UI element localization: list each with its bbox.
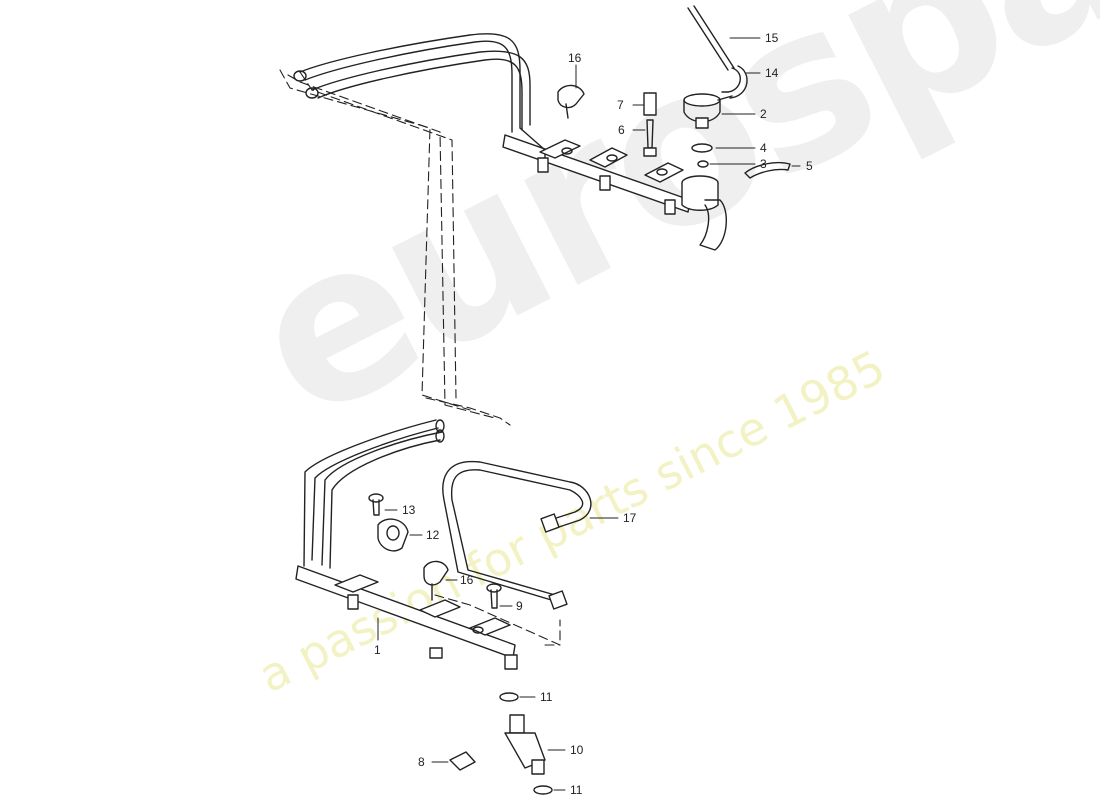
crossover-pipe bbox=[442, 460, 592, 610]
injector-clip bbox=[449, 751, 476, 771]
schrader-valve bbox=[643, 92, 657, 157]
callout-12: 12 bbox=[426, 528, 440, 542]
mounting-bolt-9 bbox=[486, 583, 502, 609]
callout-11-upper: 11 bbox=[540, 690, 553, 704]
pressure-regulator bbox=[683, 93, 733, 129]
o-ring-4 bbox=[691, 143, 713, 153]
callout-16-lower: 16 bbox=[460, 573, 474, 587]
callout-7: 7 bbox=[617, 98, 624, 112]
callout-leaders bbox=[377, 37, 801, 791]
hose-clip-upper bbox=[557, 84, 585, 119]
callout-6: 6 bbox=[618, 123, 625, 137]
callout-5: 5 bbox=[806, 159, 813, 173]
callout-17: 17 bbox=[623, 511, 637, 525]
callout-15: 15 bbox=[765, 31, 779, 45]
retaining-clip bbox=[744, 161, 791, 179]
callout-14: 14 bbox=[765, 66, 779, 80]
o-ring-11-upper bbox=[499, 692, 519, 702]
callout-4: 4 bbox=[760, 141, 767, 155]
callout-9: 9 bbox=[516, 599, 523, 613]
hose-clamp bbox=[377, 518, 409, 552]
callout-2: 2 bbox=[760, 107, 767, 121]
lower-fuel-lines bbox=[303, 419, 445, 569]
callout-3: 3 bbox=[760, 157, 767, 171]
upper-fuel-rail bbox=[502, 127, 691, 215]
fuel-injector bbox=[504, 714, 546, 775]
callout-numbers: 15 14 2 4 3 5 6 7 16 13 12 16 9 17 1 11 … bbox=[374, 31, 813, 797]
lower-fuel-rail bbox=[295, 565, 518, 670]
seal-3 bbox=[697, 160, 709, 168]
mounting-bolt-13 bbox=[368, 493, 384, 516]
pressure-damper-body bbox=[681, 175, 727, 251]
callout-11-lower: 11 bbox=[570, 783, 583, 797]
callout-1: 1 bbox=[374, 643, 381, 657]
callout-16-upper: 16 bbox=[568, 51, 582, 65]
callout-10: 10 bbox=[570, 743, 584, 757]
o-ring-11-lower bbox=[533, 785, 553, 795]
callout-8: 8 bbox=[418, 755, 425, 769]
hose-clip-lower bbox=[423, 560, 449, 601]
upper-fuel-lines bbox=[293, 33, 531, 133]
vacuum-hose bbox=[687, 5, 748, 99]
callout-13: 13 bbox=[402, 503, 416, 517]
